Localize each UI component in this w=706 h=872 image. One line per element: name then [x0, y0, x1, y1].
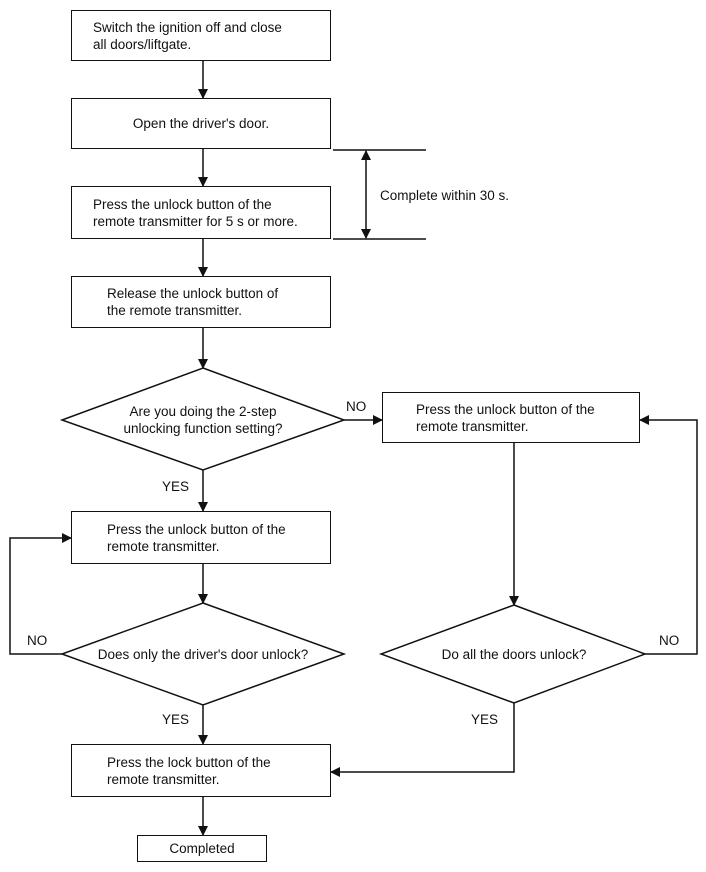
no-label: NO — [27, 633, 48, 648]
no-label: NO — [346, 399, 367, 414]
yes-label: YES — [162, 479, 190, 494]
loop-arrow — [9, 533, 72, 655]
yes-label: YES — [471, 712, 499, 727]
decision-diamond — [59, 367, 347, 471]
step-release-unlock: Release the unlock button of the remote … — [71, 276, 331, 328]
step-text: Press the unlock button of the remote tr… — [93, 196, 298, 229]
yes-label: YES — [162, 712, 190, 727]
step-text: Press the lock button of the remote tran… — [107, 754, 271, 787]
connector-arrow — [330, 703, 515, 777]
step-switch-off: Switch the ignition off and close all do… — [71, 10, 331, 61]
step-text: Release the unlock button of the remote … — [107, 286, 279, 318]
decision-diamond — [378, 604, 648, 704]
decision-driver-door-text: Does only the driver's door unlock? — [97, 647, 309, 662]
loop-arrow — [639, 415, 698, 655]
timing-label: Complete within 30 s. — [380, 188, 510, 203]
step-text: Completed — [169, 841, 235, 856]
decision-diamond — [59, 602, 347, 706]
decision-all-doors-text: Do all the doors unlock? — [441, 647, 587, 662]
step-press-unlock-right: Press the unlock button of the remote tr… — [382, 392, 640, 443]
step-text: Switch the ignition off and close all do… — [93, 19, 282, 52]
decision-two-step-text: Are you doing the 2-step unlocking funct… — [123, 404, 283, 436]
no-label: NO — [659, 633, 680, 648]
step-text: Open the driver's door. — [132, 116, 270, 131]
step-press-unlock-5s: Press the unlock button of the remote tr… — [71, 186, 331, 239]
step-press-unlock-left: Press the unlock button of the remote tr… — [71, 511, 331, 564]
step-text: Press the unlock button of the remote tr… — [416, 401, 595, 434]
step-text: Press the unlock button of the remote tr… — [107, 521, 286, 554]
step-press-lock: Press the lock button of the remote tran… — [71, 744, 331, 797]
step-completed: Completed — [137, 835, 267, 862]
step-open-door: Open the driver's door. — [71, 98, 331, 149]
